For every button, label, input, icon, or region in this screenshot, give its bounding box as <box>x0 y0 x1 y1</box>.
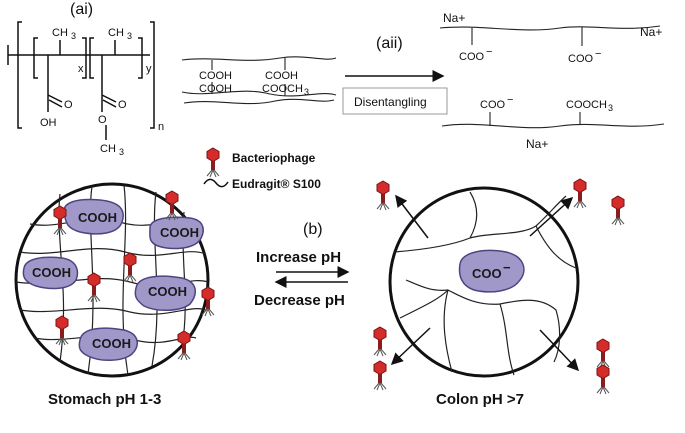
sub3-1: 3 <box>71 31 76 41</box>
legend-bacteriophage: Bacteriophage <box>232 151 316 165</box>
chain-right-cooch3: COOCH <box>566 99 607 111</box>
coo-label-3: COO <box>480 99 506 111</box>
subscript-x: x <box>78 63 84 75</box>
stomach-blobs <box>22 198 204 361</box>
na-label-3: Na+ <box>526 137 548 151</box>
colon-release-arrows <box>390 194 580 372</box>
phage-icon <box>573 178 587 209</box>
chain-cooh-3: COOH <box>199 83 232 95</box>
o-label-2: O <box>118 99 127 111</box>
coo-label-1: COO <box>459 51 485 63</box>
stomach-blob-label-1: COOH <box>78 210 117 225</box>
subscript-n: n <box>158 121 164 133</box>
colon-caption: Colon pH >7 <box>436 391 524 408</box>
disentangling-label: Disentangling <box>354 95 427 109</box>
oh-label: OH <box>40 117 57 129</box>
stomach-caption: Stomach pH 1-3 <box>48 391 161 408</box>
coo-minus-3: − <box>507 94 513 106</box>
stomach-blob-label-3: COOH <box>32 265 71 280</box>
label-aii: (aii) <box>376 35 403 52</box>
colon-blob <box>458 249 525 293</box>
disentangling-box <box>342 87 448 115</box>
chain-right-cooch3-sub: 3 <box>608 103 613 113</box>
coo-minus-1: − <box>486 46 492 58</box>
coo-label-2: COO <box>568 53 594 65</box>
decrease-ph-label: Decrease pH <box>254 292 345 309</box>
entangled-chains <box>181 56 337 105</box>
na-label-1: Na+ <box>443 11 465 25</box>
phage-icon <box>373 326 387 357</box>
legend-phage-icon <box>206 147 220 178</box>
ch3-label-1: CH <box>52 27 68 39</box>
label-b: (b) <box>303 221 323 238</box>
polymer-wave-icon <box>203 178 229 188</box>
ch3-label-3: CH <box>100 143 116 155</box>
subscript-y: y <box>146 63 152 75</box>
polymer-structure <box>7 21 155 140</box>
colon-mesh <box>393 191 577 376</box>
phage-icon <box>596 338 610 369</box>
chain-cooh-1: COOH <box>199 70 232 82</box>
colon-blob-minus: − <box>503 260 511 275</box>
increase-ph-label: Increase pH <box>256 249 341 266</box>
o-label-3: O <box>98 114 107 126</box>
chain-cooch3-sub: 3 <box>304 87 309 97</box>
o-label-1: O <box>64 99 73 111</box>
ch3-label-2: CH <box>108 27 124 39</box>
colon-blob-label: COO <box>472 266 502 281</box>
chain-cooch3: COOCH <box>262 83 303 95</box>
phage-icon <box>611 195 625 226</box>
coo-minus-2: − <box>595 48 601 60</box>
legend-eudragit: Eudragit® S100 <box>232 177 321 191</box>
sub3-3: 3 <box>119 147 124 157</box>
phage-icon <box>596 364 610 395</box>
chain-cooh-2: COOH <box>265 70 298 82</box>
phage-icon <box>376 180 390 211</box>
na-label-2: Na+ <box>640 25 662 39</box>
phage-icon <box>373 360 387 391</box>
sub3-2: 3 <box>127 31 132 41</box>
disentangled-chains <box>439 25 665 129</box>
stomach-blob-label-5: COOH <box>92 336 131 351</box>
label-ai: (ai) <box>70 1 93 18</box>
stomach-blob-label-4: COOH <box>148 284 187 299</box>
stomach-blob-label-2: COOH <box>160 225 199 240</box>
